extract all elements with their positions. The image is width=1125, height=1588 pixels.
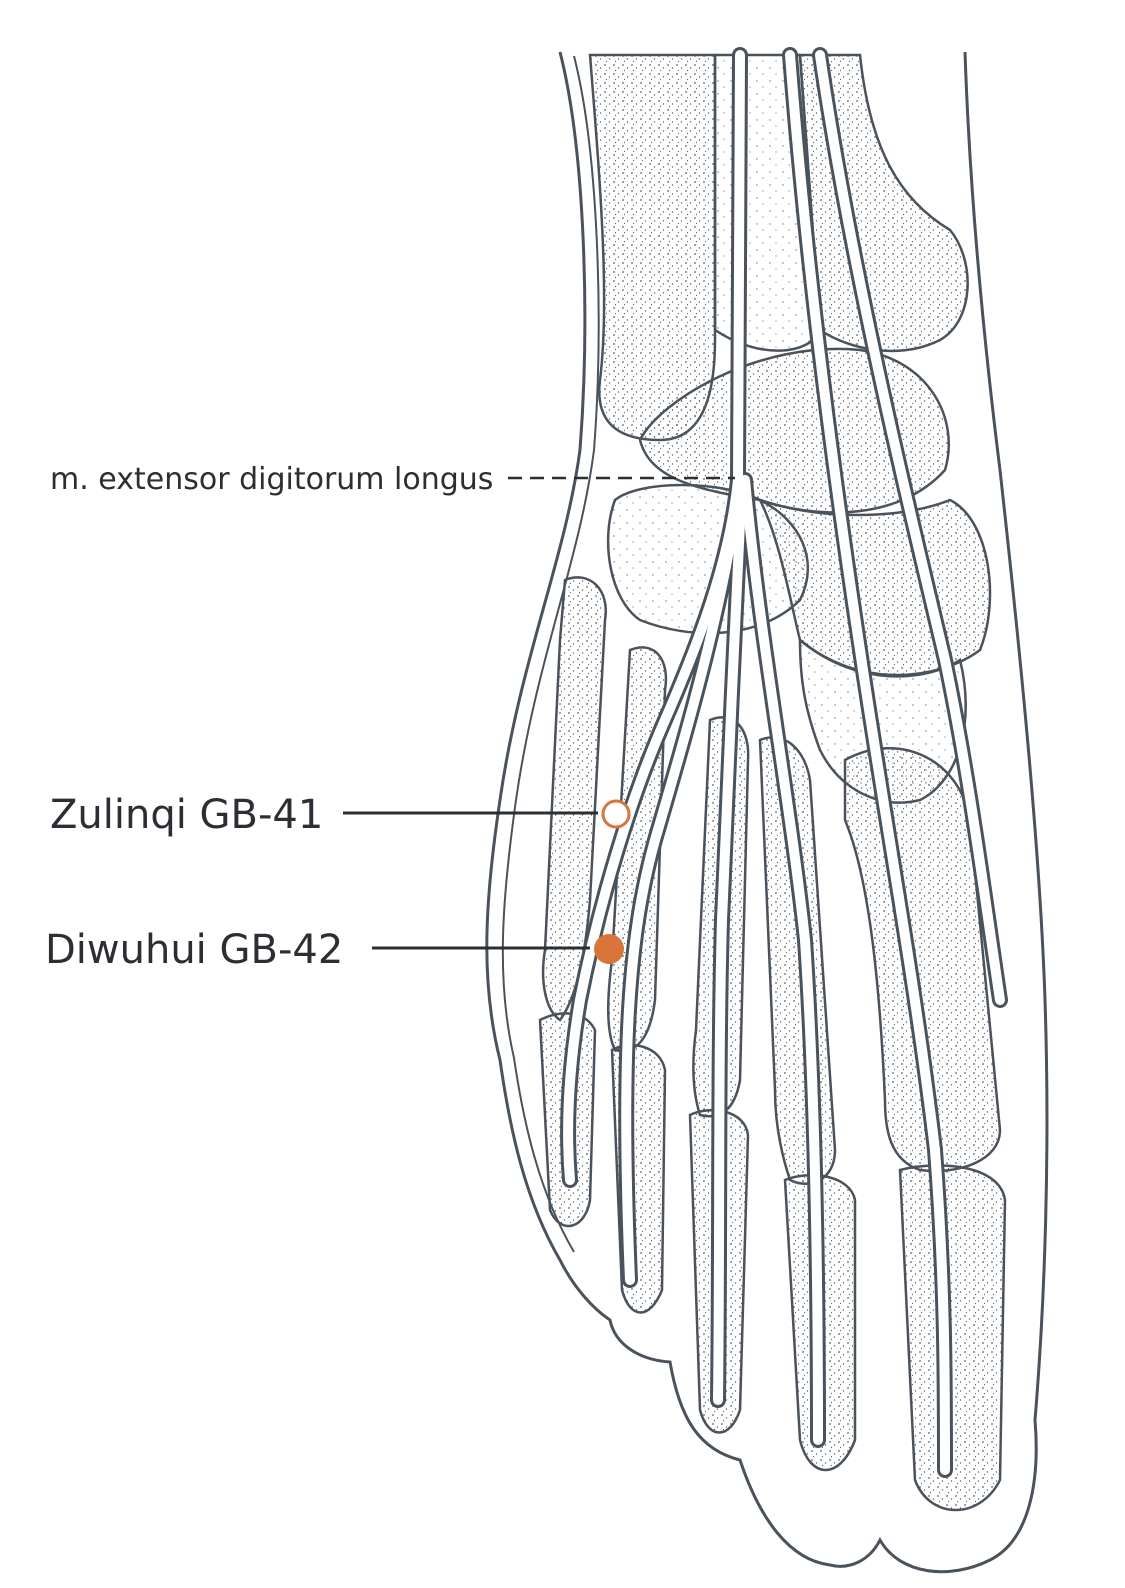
- foot-skin-outline: [485, 51, 1049, 1574]
- acupoint-gb42-marker[interactable]: [594, 934, 624, 964]
- extensor-tendons: [560, 47, 1008, 1478]
- muscle-label: m. extensor digitorum longus: [50, 462, 493, 497]
- acupoint-label-gb42: Diwuhui GB-42: [45, 927, 343, 973]
- leg-bones: [588, 53, 969, 442]
- leader-lines: [343, 476, 735, 950]
- acupoint-label-gb41: Zulinqi GB-41: [50, 792, 323, 838]
- acupoint-gb41-marker[interactable]: [601, 799, 631, 829]
